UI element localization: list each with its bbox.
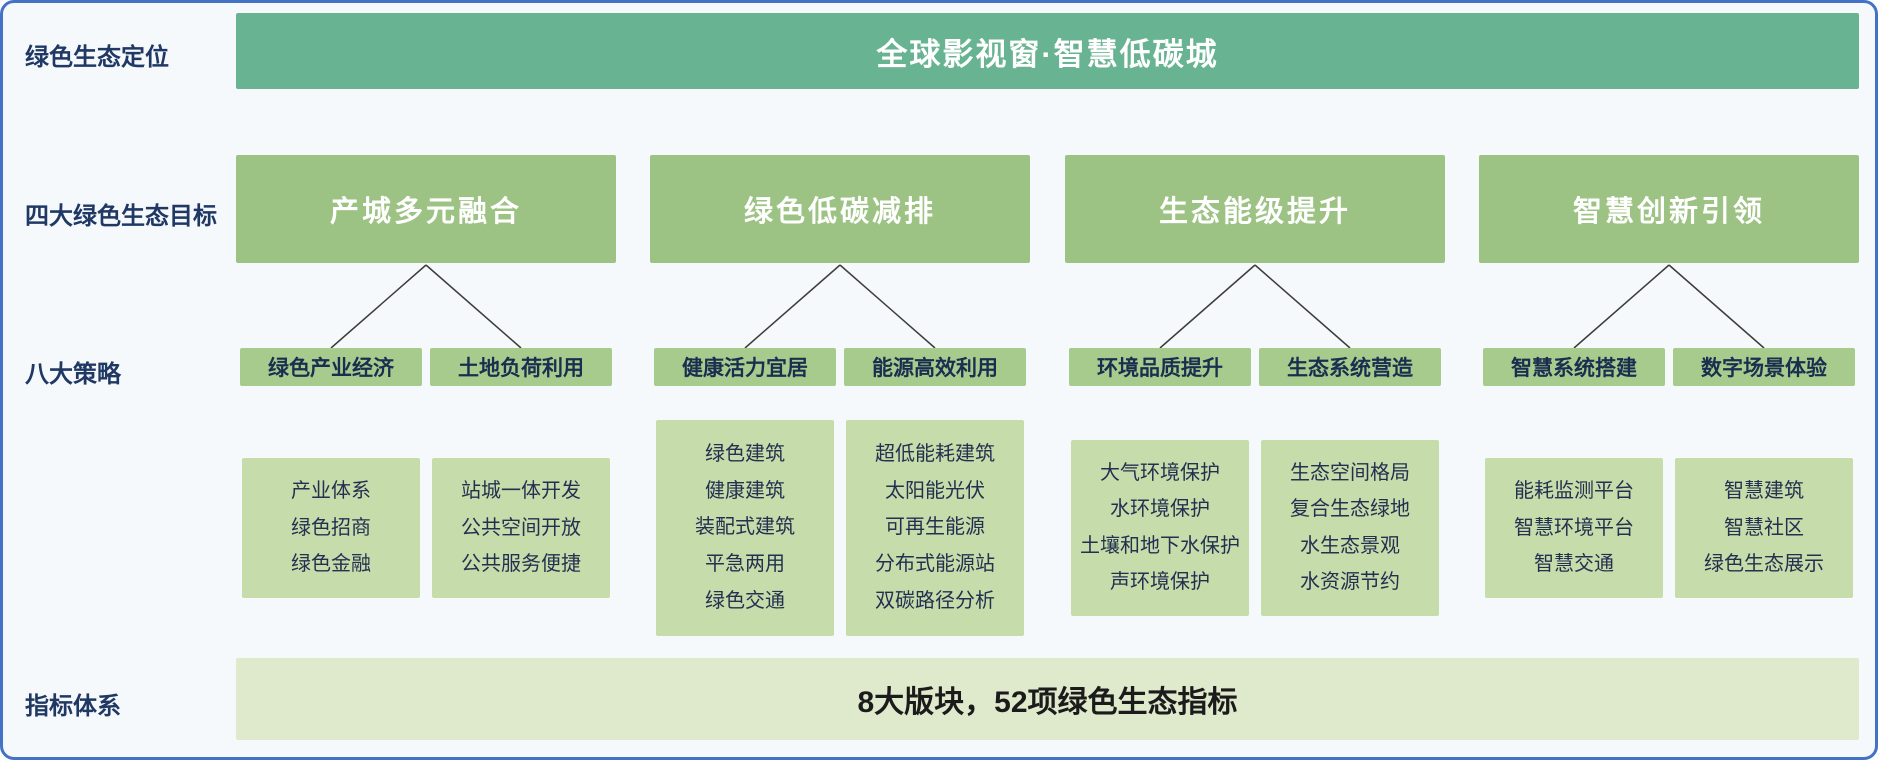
detail-item: 声环境保护	[1110, 570, 1210, 593]
row-label-indicators: 指标体系	[25, 693, 121, 720]
strategy-box-1: 绿色产业经济	[240, 348, 422, 386]
detail-item: 绿色生态展示	[1704, 552, 1824, 575]
detail-item: 智慧环境平台	[1514, 516, 1634, 539]
row-label-strategies: 八大策略	[25, 361, 121, 388]
header-banner: 全球影视窗·智慧低碳城	[236, 13, 1859, 89]
strategy-box-8: 数字场景体验	[1673, 348, 1855, 386]
connector-line	[1159, 264, 1256, 349]
detail-item: 可再生能源	[885, 516, 985, 539]
row-label-goals: 四大绿色生态目标	[25, 203, 217, 230]
detail-box-1: 产业体系 绿色招商 绿色金融	[242, 458, 420, 598]
row-label-positioning: 绿色生态定位	[25, 44, 169, 71]
detail-item: 双碳路径分析	[875, 590, 995, 613]
detail-item: 复合生态绿地	[1290, 498, 1410, 521]
strategy-box-2: 土地负荷利用	[430, 348, 612, 386]
detail-item: 太阳能光伏	[885, 479, 985, 502]
connector-line	[839, 264, 936, 349]
strategy-box-6: 生态系统营造	[1259, 348, 1441, 386]
detail-item: 能耗监测平台	[1514, 480, 1634, 503]
detail-item: 水环境保护	[1110, 498, 1210, 521]
detail-item: 水资源节约	[1300, 570, 1400, 593]
detail-item: 智慧交通	[1534, 552, 1614, 575]
footer-banner: 8大版块，52项绿色生态指标	[236, 658, 1859, 740]
connector-line	[1573, 264, 1670, 349]
detail-item: 智慧社区	[1724, 516, 1804, 539]
detail-item: 平急两用	[705, 553, 785, 576]
detail-box-4: 超低能耗建筑 太阳能光伏 可再生能源 分布式能源站 双碳路径分析	[846, 420, 1024, 636]
detail-item: 公共空间开放	[461, 516, 581, 539]
goal-box-2: 绿色低碳减排	[650, 155, 1030, 263]
detail-box-5: 大气环境保护 水环境保护 土壤和地下水保护 声环境保护	[1071, 440, 1249, 616]
strategy-box-3: 健康活力宜居	[654, 348, 836, 386]
detail-box-6: 生态空间格局 复合生态绿地 水生态景观 水资源节约	[1261, 440, 1439, 616]
detail-item: 健康建筑	[705, 479, 785, 502]
detail-item: 水生态景观	[1300, 534, 1400, 557]
detail-item: 绿色交通	[705, 590, 785, 613]
strategy-box-7: 智慧系统搭建	[1483, 348, 1665, 386]
strategy-box-4: 能源高效利用	[844, 348, 1026, 386]
detail-item: 绿色招商	[291, 516, 371, 539]
detail-item: 土壤和地下水保护	[1080, 534, 1240, 557]
connector-line	[1668, 264, 1765, 349]
detail-item: 站城一体开发	[461, 480, 581, 503]
detail-box-7: 能耗监测平台 智慧环境平台 智慧交通	[1485, 458, 1663, 598]
detail-box-8: 智慧建筑 智慧社区 绿色生态展示	[1675, 458, 1853, 598]
detail-item: 智慧建筑	[1724, 480, 1804, 503]
connector-line	[1254, 264, 1351, 349]
detail-item: 绿色建筑	[705, 442, 785, 465]
detail-box-3: 绿色建筑 健康建筑 装配式建筑 平急两用 绿色交通	[656, 420, 834, 636]
detail-item: 超低能耗建筑	[875, 442, 995, 465]
detail-item: 大气环境保护	[1100, 462, 1220, 485]
detail-item: 生态空间格局	[1290, 462, 1410, 485]
goal-box-3: 生态能级提升	[1065, 155, 1445, 263]
detail-box-2: 站城一体开发 公共空间开放 公共服务便捷	[432, 458, 610, 598]
goal-box-4: 智慧创新引领	[1479, 155, 1859, 263]
detail-item: 装配式建筑	[695, 516, 795, 539]
detail-item: 绿色金融	[291, 552, 371, 575]
detail-item: 公共服务便捷	[461, 552, 581, 575]
connector-line	[425, 264, 522, 349]
connector-line	[744, 264, 841, 349]
strategy-box-5: 环境品质提升	[1069, 348, 1251, 386]
detail-item: 产业体系	[291, 480, 371, 503]
connector-line	[330, 264, 427, 349]
detail-item: 分布式能源站	[875, 553, 995, 576]
goal-box-1: 产城多元融合	[236, 155, 616, 263]
